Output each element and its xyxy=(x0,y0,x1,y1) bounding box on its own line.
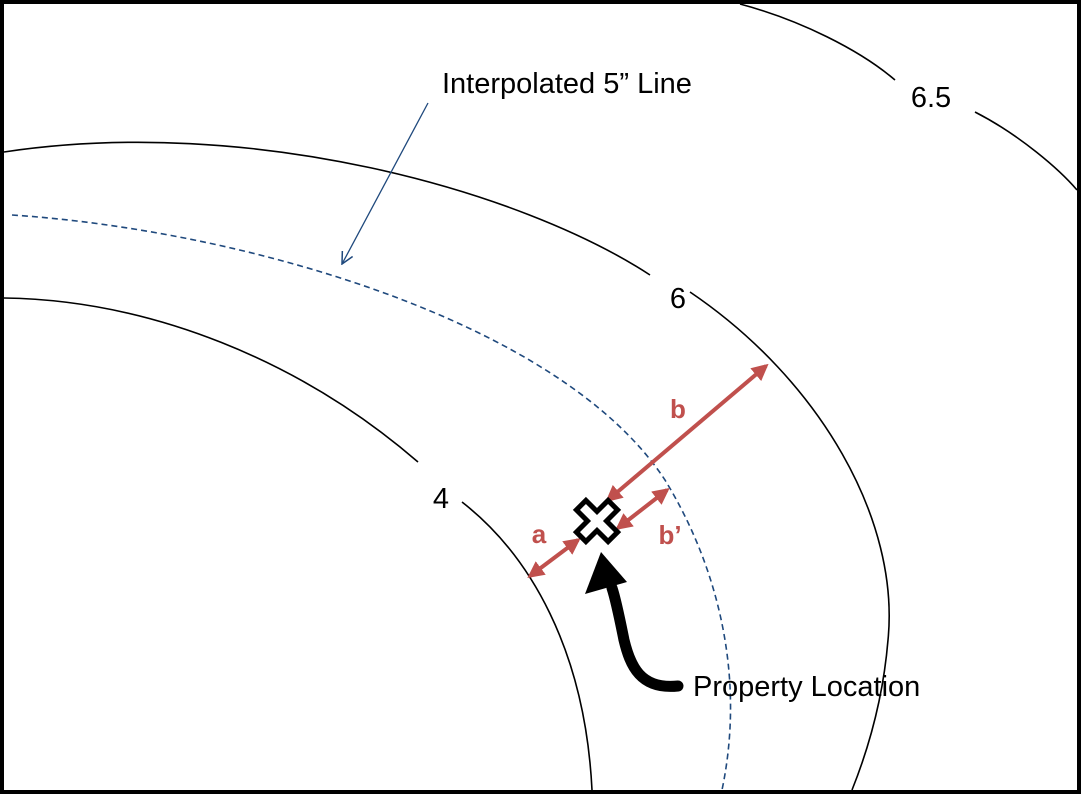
property-pointer-arrowhead xyxy=(585,552,627,594)
distance-arrow-a xyxy=(527,537,581,579)
contour-line-6-5 xyxy=(739,3,1078,191)
interpolated-line-label: Interpolated 5” Line xyxy=(442,68,692,100)
distance-label-a: a xyxy=(532,519,547,549)
distance-arrow-b-prime xyxy=(615,487,670,531)
property-location-label: Property Location xyxy=(693,671,920,703)
distance-label-b-prime: b’ xyxy=(658,520,681,550)
distance-label-b: b xyxy=(670,394,686,424)
property-pointer-curved-arrow-icon xyxy=(606,582,684,692)
property-location-x-icon xyxy=(572,496,622,546)
contour-line-4 xyxy=(3,297,593,791)
contour-label-4: 4 xyxy=(433,483,449,515)
interpolated-line-callout-arrow xyxy=(342,102,429,264)
contour-label-6: 6 xyxy=(670,283,686,315)
contour-line-6 xyxy=(3,141,890,791)
contour-label-6-5: 6.5 xyxy=(911,82,951,114)
distance-arrow-b xyxy=(605,363,769,503)
